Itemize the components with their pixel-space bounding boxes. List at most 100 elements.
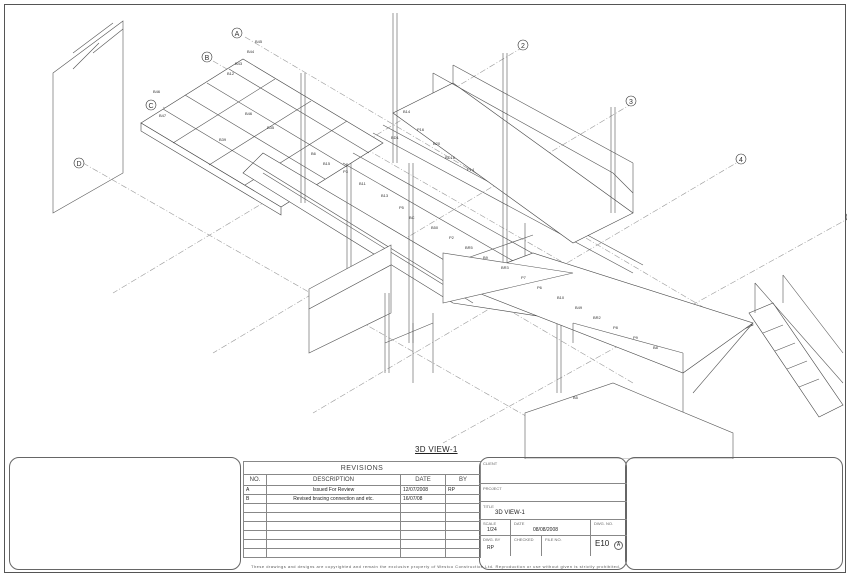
member-label: B46 — [153, 89, 161, 94]
member-label: B8 — [653, 345, 659, 350]
file-no-label: FILE NO. — [545, 537, 562, 542]
checked-label: CHECKED — [514, 537, 534, 542]
table-row — [243, 530, 481, 540]
scale-value: 1/24 — [487, 527, 497, 533]
grid-label-4: 4 — [739, 157, 743, 164]
rev-col-description: DESCRIPTION — [266, 474, 401, 486]
rev-date: 12/07/2008 — [400, 485, 446, 495]
grid-bubble-c — [145, 99, 157, 111]
dwg-by-label: DWG. BY — [483, 537, 501, 542]
member-label: BC — [409, 215, 415, 220]
dwg-no-label: DWG. NO. — [594, 521, 614, 526]
member-label: P16 — [417, 127, 425, 132]
divider — [590, 519, 591, 556]
table-row — [243, 503, 481, 513]
member-label: B6 — [311, 151, 317, 156]
rev-date: 16/07/08 — [400, 494, 446, 504]
member-label: BR3 — [501, 265, 510, 270]
divider — [479, 501, 627, 502]
member-label: P3 — [343, 169, 349, 174]
grid-bubble-d — [73, 157, 85, 169]
grid-label-2: 2 — [521, 43, 525, 50]
drawing-sheet: A B C D 2 3 4 5 B45B44B43B12B46B47B46B35… — [4, 4, 847, 573]
member-label: B15 — [323, 161, 331, 166]
date-label: DATE — [514, 521, 525, 526]
revisions-title: REVISIONS — [243, 461, 481, 475]
member-label: B5 — [573, 395, 579, 400]
table-row — [243, 521, 481, 531]
member-label: P6 — [537, 285, 543, 290]
grid-label-d: D — [76, 161, 81, 168]
member-label: P14 — [467, 167, 475, 172]
view-title: 3D VIEW-1 — [415, 445, 458, 454]
revisions-table: REVISIONS NO. DESCRIPTION DATE BY A Issu… — [243, 461, 481, 573]
member-label: P8 — [613, 325, 619, 330]
project-label: PROJECT — [483, 486, 502, 491]
divider — [479, 519, 627, 520]
grid-bubble-a — [231, 27, 243, 39]
client-label: CLIENT — [483, 461, 498, 466]
member-label: B46 — [245, 111, 253, 116]
grid-bubble-5 — [845, 213, 847, 221]
divider — [510, 519, 511, 556]
grid-label-3: 3 — [629, 99, 633, 106]
member-label: BR5 — [465, 245, 474, 250]
rev-no: B — [243, 494, 267, 504]
member-label: B35 — [267, 125, 275, 130]
rev-col-date: DATE — [400, 474, 446, 486]
copyright-notice: These drawings and designs are copyright… — [251, 564, 621, 569]
title-value: 3D VIEW-1 — [495, 510, 525, 516]
member-label: B14 — [403, 109, 411, 114]
member-label: P5 — [399, 205, 405, 210]
grid-label-b: B — [205, 55, 210, 62]
grid-bubble-3 — [625, 95, 637, 107]
member-label: P2 — [449, 235, 455, 240]
titleblock-right-panel — [625, 457, 843, 570]
member-label: B39 — [219, 137, 227, 142]
table-row — [243, 548, 481, 558]
rev-desc: Revised bracing connection and etc. — [266, 494, 401, 504]
member-label: B11 — [359, 181, 367, 186]
title-label: TITLE — [483, 504, 494, 509]
grid-label-c: C — [148, 103, 153, 110]
member-label: B10 — [557, 295, 565, 300]
grid-bubble-2 — [517, 39, 529, 51]
divider — [479, 535, 627, 536]
scale-label: SCALE — [483, 521, 497, 526]
member-label: BD16 — [445, 155, 456, 160]
table-row — [243, 539, 481, 549]
member-label: P9 — [633, 335, 639, 340]
isometric-drawing: A B C D 2 3 4 5 B45B44B43B12B46B47B46B35… — [52, 13, 847, 459]
member-label: B44 — [247, 49, 255, 54]
rev-value-bubble: A — [614, 541, 623, 550]
member-label: B43 — [235, 61, 243, 66]
member-label: BR2 — [593, 315, 602, 320]
rev-col-by: BY — [445, 474, 481, 486]
rev-by: RP — [445, 485, 481, 495]
rev-desc: Issued For Review — [266, 485, 401, 495]
divider — [541, 535, 542, 556]
rev-by — [445, 494, 481, 504]
divider — [479, 483, 627, 484]
member-label: B12 — [227, 71, 235, 76]
grid-bubble-b — [201, 51, 213, 63]
member-label: B47 — [159, 113, 167, 118]
titleblock-left-panel — [9, 457, 241, 570]
rev-col-no: NO. — [243, 474, 267, 486]
member-label: B20 — [433, 141, 441, 146]
date-value: 08/08/2008 — [533, 527, 559, 533]
member-label: B50 — [431, 225, 439, 230]
member-label: B9 — [483, 255, 489, 260]
grid-bubble-4 — [735, 153, 747, 165]
member-label: B49 — [575, 305, 583, 310]
table-row: A Issued For Review 12/07/2008 RP — [243, 485, 481, 495]
member-label: BD1 — [391, 135, 400, 140]
dwg-by-value: RP — [487, 545, 494, 551]
member-label: B45 — [255, 39, 263, 44]
table-row: B Revised bracing connection and etc. 16… — [243, 494, 481, 504]
dwg-no-value: E10 — [595, 539, 610, 548]
rev-no: A — [243, 485, 267, 495]
grid-label-a: A — [235, 31, 240, 38]
member-label: B13 — [381, 193, 389, 198]
